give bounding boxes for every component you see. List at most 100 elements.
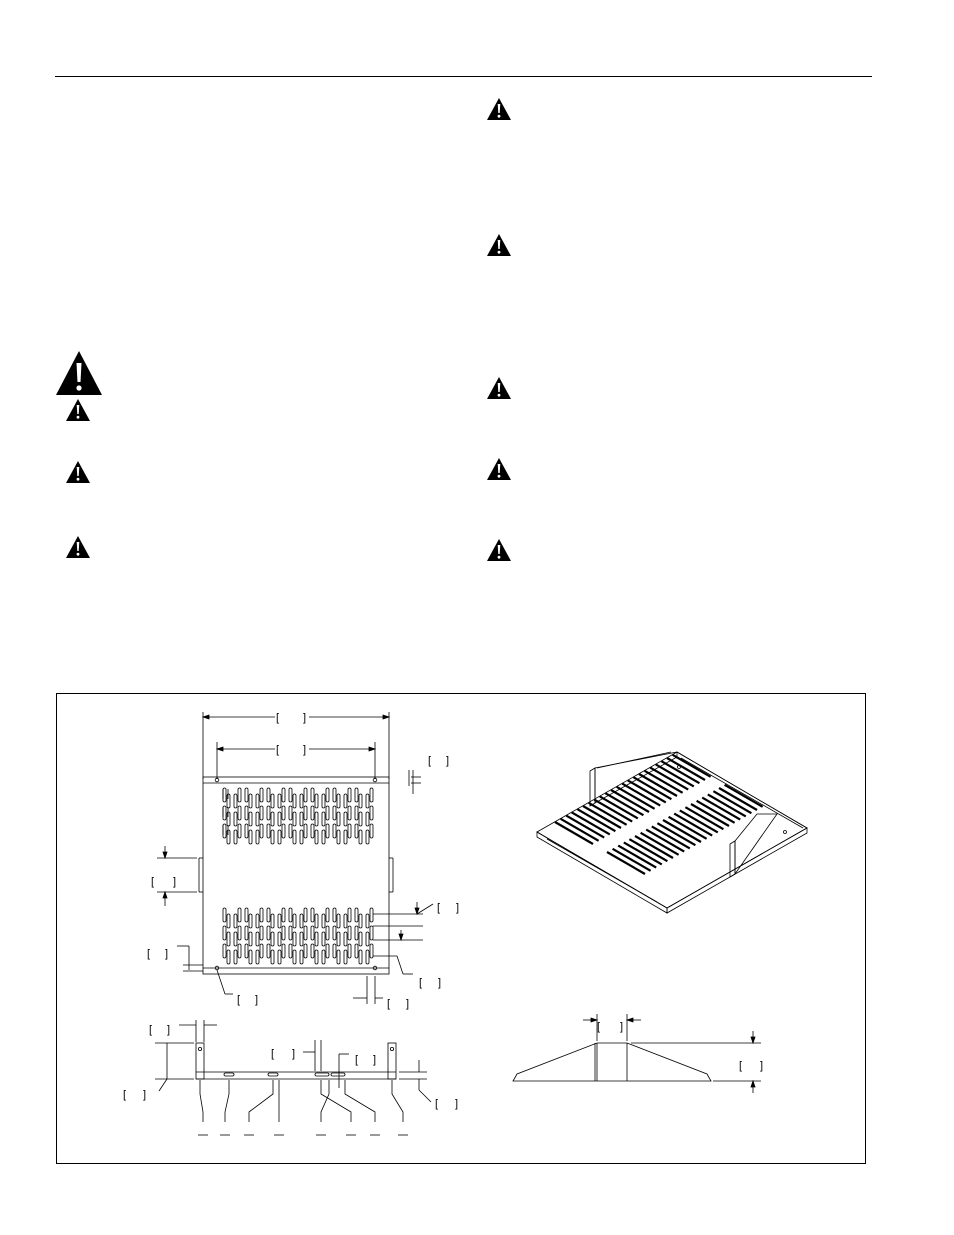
- vent-slot: [347, 925, 352, 941]
- vent-slot: [332, 925, 337, 941]
- svg-text:[: [: [147, 948, 150, 960]
- vent-slot: [358, 949, 363, 965]
- vent-slot: [310, 805, 315, 821]
- vent-slot: [314, 811, 319, 827]
- iso-vent-slot: [707, 793, 747, 818]
- vent-slot: [288, 943, 293, 959]
- vent-slot: [347, 787, 352, 803]
- iso-vent-slot: [628, 838, 668, 863]
- header-rule: [55, 76, 872, 77]
- callout-leader: [224, 1080, 230, 1122]
- vent-slot: [343, 811, 348, 827]
- vent-slot: [259, 823, 264, 839]
- svg-text:[: [: [428, 755, 431, 767]
- vent-slot: [226, 931, 231, 947]
- iso-vent-slot: [612, 847, 652, 872]
- svg-text:[: [: [437, 902, 440, 914]
- iso-vent-slot: [684, 806, 724, 831]
- isometric-view: [536, 751, 808, 914]
- vent-slot: [314, 829, 319, 845]
- vent-slot: [288, 925, 293, 941]
- vent-slot: [281, 787, 286, 803]
- vent-slot: [321, 949, 326, 965]
- vent-slot: [281, 907, 286, 923]
- vent-slot: [321, 829, 326, 845]
- warning-icon: [65, 460, 91, 484]
- vent-slot: [358, 829, 363, 845]
- callout-leader: [199, 1080, 204, 1122]
- vent-slot: [222, 925, 227, 941]
- vent-slot: [237, 943, 242, 959]
- vent-slot: [365, 949, 370, 965]
- figure-box: [ ] [ ]: [56, 693, 866, 1164]
- iso-vent-slot: [634, 835, 674, 859]
- vent-slot: [222, 823, 227, 839]
- vent-slot: [336, 931, 341, 947]
- svg-text:]: ]: [292, 1048, 295, 1060]
- callout-leader: [320, 1080, 352, 1122]
- svg-text:]: ]: [143, 1089, 146, 1101]
- svg-text:[: [: [149, 1024, 152, 1036]
- vent-slot: [303, 925, 308, 941]
- iso-vent-slot: [604, 792, 644, 817]
- vent-slot: [336, 829, 341, 845]
- vent-slot: [303, 907, 308, 923]
- vent-slot: [314, 913, 319, 929]
- iso-vent-slot: [651, 825, 691, 850]
- vent-slot: [237, 823, 242, 839]
- vent-slot: [233, 811, 238, 827]
- iso-vent-slot: [679, 809, 719, 834]
- vent-slot: [354, 787, 359, 803]
- vent-slot: [299, 949, 304, 965]
- vent-slot: [248, 811, 253, 827]
- vent-slot: [288, 823, 293, 839]
- iso-vent-slot: [617, 844, 657, 869]
- vent-slot: [277, 829, 282, 845]
- vent-slot: [310, 787, 315, 803]
- vent-slot: [299, 829, 304, 845]
- vent-slot: [365, 931, 370, 947]
- vent-slot: [226, 793, 231, 809]
- vent-slot: [244, 943, 249, 959]
- vent-slot: [343, 949, 348, 965]
- iso-vent-slot: [649, 766, 689, 791]
- vent-slot: [292, 829, 297, 845]
- vent-slot: [255, 913, 260, 929]
- vent-slot: [299, 931, 304, 947]
- vent-slot: [292, 949, 297, 965]
- vent-slot: [321, 931, 326, 947]
- svg-text:]: ]: [165, 948, 168, 960]
- iso-vent-slot: [640, 831, 680, 856]
- vent-slot: [336, 913, 341, 929]
- svg-text:]: ]: [446, 755, 449, 767]
- vent-slot: [244, 787, 249, 803]
- vent-slot: [365, 811, 370, 827]
- vent-slot: [288, 787, 293, 803]
- vent-slot: [369, 823, 374, 839]
- vent-slot: [281, 805, 286, 821]
- vent-slot: [354, 925, 359, 941]
- vent-slot: [299, 793, 304, 809]
- svg-text:]: ]: [760, 1060, 763, 1072]
- svg-text:]: ]: [167, 1024, 170, 1036]
- vent-slot: [244, 823, 249, 839]
- vent-slot: [336, 811, 341, 827]
- vent-slot: [277, 913, 282, 929]
- vent-slot: [365, 829, 370, 845]
- vent-slot: [332, 805, 337, 821]
- vent-slot: [255, 793, 260, 809]
- vent-slot: [277, 811, 282, 827]
- iso-vent-slot: [668, 815, 708, 840]
- vent-slot: [314, 793, 319, 809]
- vent-slot: [259, 805, 264, 821]
- iso-vent-slot: [554, 821, 594, 845]
- vent-slot: [266, 823, 271, 839]
- vent-slot: [292, 931, 297, 947]
- vent-slot: [292, 913, 297, 929]
- warning-icon: [486, 538, 512, 562]
- vent-slot: [237, 787, 242, 803]
- callout-leader: [248, 1080, 274, 1122]
- vent-slot: [259, 925, 264, 941]
- vent-slot: [321, 793, 326, 809]
- iso-vent-slot: [576, 808, 616, 833]
